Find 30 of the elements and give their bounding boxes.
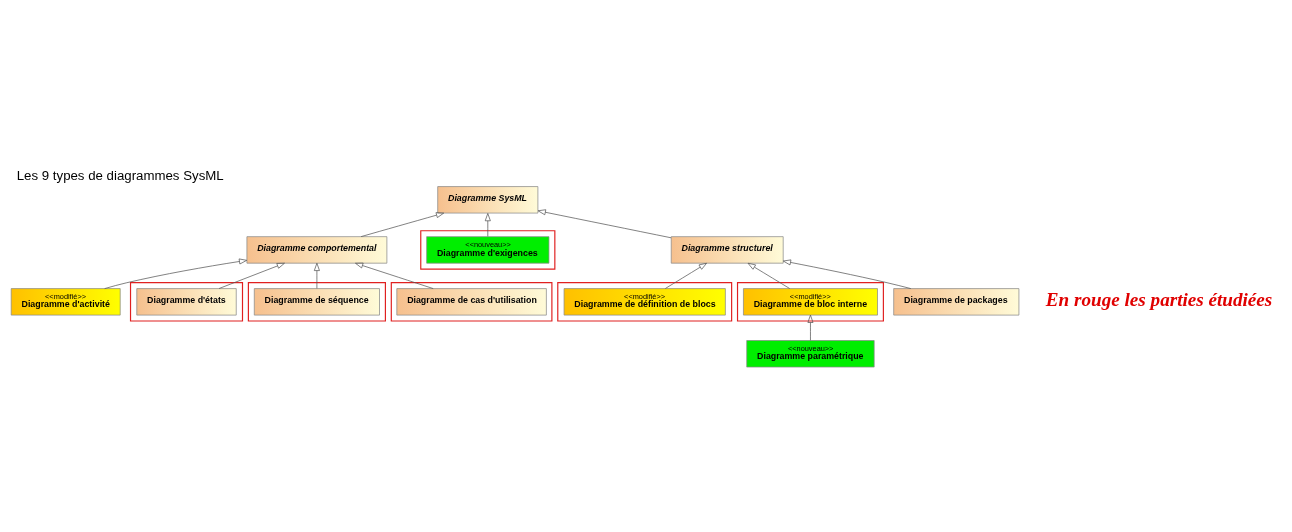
- cluster: [420, 229, 556, 270]
- arrow: [484, 212, 491, 237]
- arrow: [664, 262, 707, 289]
- caption: En rouge les parties étudiées: [1045, 288, 1273, 310]
- arrow: [355, 262, 434, 289]
- node-box: Diagramme comportemental: [246, 235, 388, 264]
- node-box: Diagramme structurel: [670, 235, 784, 264]
- node-box: Diagramme d'états: [136, 287, 237, 315]
- node-box: <<modifié>> Diagramme de définition de blocs: [563, 287, 726, 315]
- arrow: [537, 208, 672, 238]
- arrow: [360, 211, 445, 237]
- node-box: <<modifié>> Diagramme de bloc interne: [743, 287, 878, 315]
- cluster: [557, 281, 733, 322]
- arrow: [313, 262, 320, 289]
- cluster: [247, 281, 386, 322]
- node-box: <<nouveau>> Diagramme paramétrique: [746, 339, 875, 367]
- node-box: <<modifié>> Diagramme d'activité: [10, 287, 121, 315]
- node-box: Diagramme de cas d'utilisation: [396, 287, 547, 315]
- node-box: <<nouveau>> Diagramme d'exigences: [426, 235, 550, 264]
- arrow: [782, 259, 912, 289]
- node-box: Diagramme de packages: [893, 287, 1020, 315]
- arrow: [807, 314, 814, 341]
- cluster: [129, 281, 244, 322]
- node-box: Diagramme SysML: [437, 185, 539, 213]
- arrow: [218, 262, 285, 289]
- node-box: Diagramme de séquence: [253, 287, 380, 315]
- diagram-title: Les 9 types de diagrammes SysML: [16, 167, 224, 182]
- cluster: [390, 281, 553, 322]
- arrow: [747, 262, 791, 289]
- arrow: [104, 258, 248, 289]
